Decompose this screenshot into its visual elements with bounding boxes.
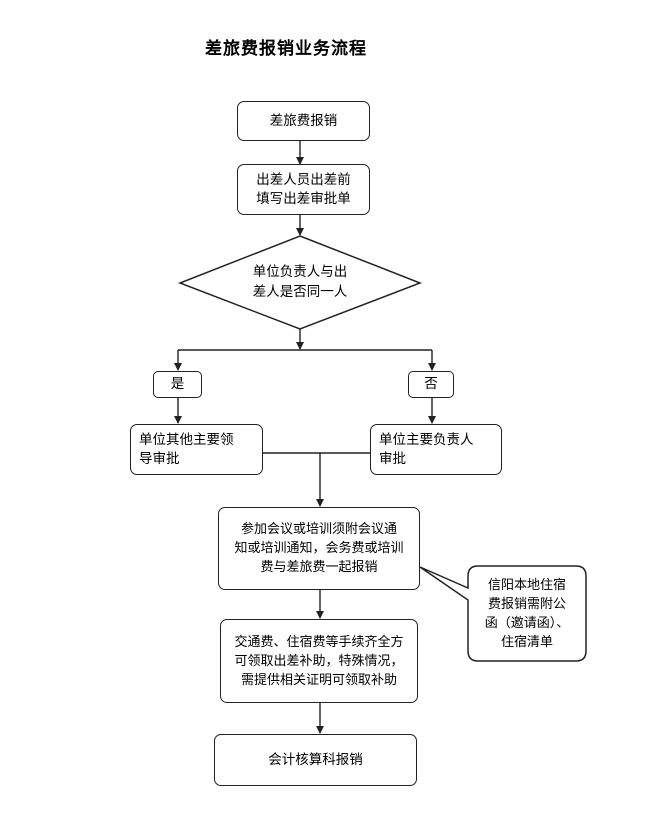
decision-diamond xyxy=(177,235,423,330)
yes-label: 是 xyxy=(170,376,185,392)
meeting-box: 参加会议或培训须附会议通 知或培训通知，会务费或培训 费与差旅费一起报销 xyxy=(218,507,420,590)
start-box: 差旅费报销 xyxy=(237,101,370,141)
approve-other-box: 单位其他主要领 导审批 xyxy=(130,424,263,475)
no-box: 否 xyxy=(408,371,454,398)
note-callout-shape xyxy=(419,565,587,662)
fill-form-box: 出差人员出差前 填写出差审批单 xyxy=(237,164,370,215)
note-text-box: 信阳本地住宿 费报销需附公 函（邀请函）、 住宿清单 xyxy=(469,567,585,660)
start-label: 差旅费报销 xyxy=(269,112,338,129)
note-label: 信阳本地住宿 费报销需附公 函（邀请函）、 住宿清单 xyxy=(484,577,570,650)
page-title: 差旅费报销业务流程 xyxy=(205,39,367,59)
yes-box: 是 xyxy=(153,371,202,398)
decision-label: 单位负责人与出 差人是否同一人 xyxy=(252,264,348,300)
meeting-label: 参加会议或培训须附会议通 知或培训通知，会务费或培训 费与差旅费一起报销 xyxy=(234,522,404,575)
approve-other-label: 单位其他主要领 导审批 xyxy=(139,431,234,467)
no-label: 否 xyxy=(424,376,438,392)
approve-main-box: 单位主要负责人 审批 xyxy=(370,424,502,475)
transport-label: 交通费、住宿费等手续齐全方 可领取出差补助，特殊情况， 需提供相关证明可领取补助 xyxy=(234,634,404,688)
accounting-box: 会计核算科报销 xyxy=(214,734,417,786)
transport-box: 交通费、住宿费等手续齐全方 可领取出差补助，特殊情况， 需提供相关证明可领取补助 xyxy=(220,619,418,703)
approve-main-label: 单位主要负责人 审批 xyxy=(379,431,474,467)
fill-form-label: 出差人员出差前 填写出差审批单 xyxy=(256,171,351,207)
accounting-label: 会计核算科报销 xyxy=(268,751,363,768)
